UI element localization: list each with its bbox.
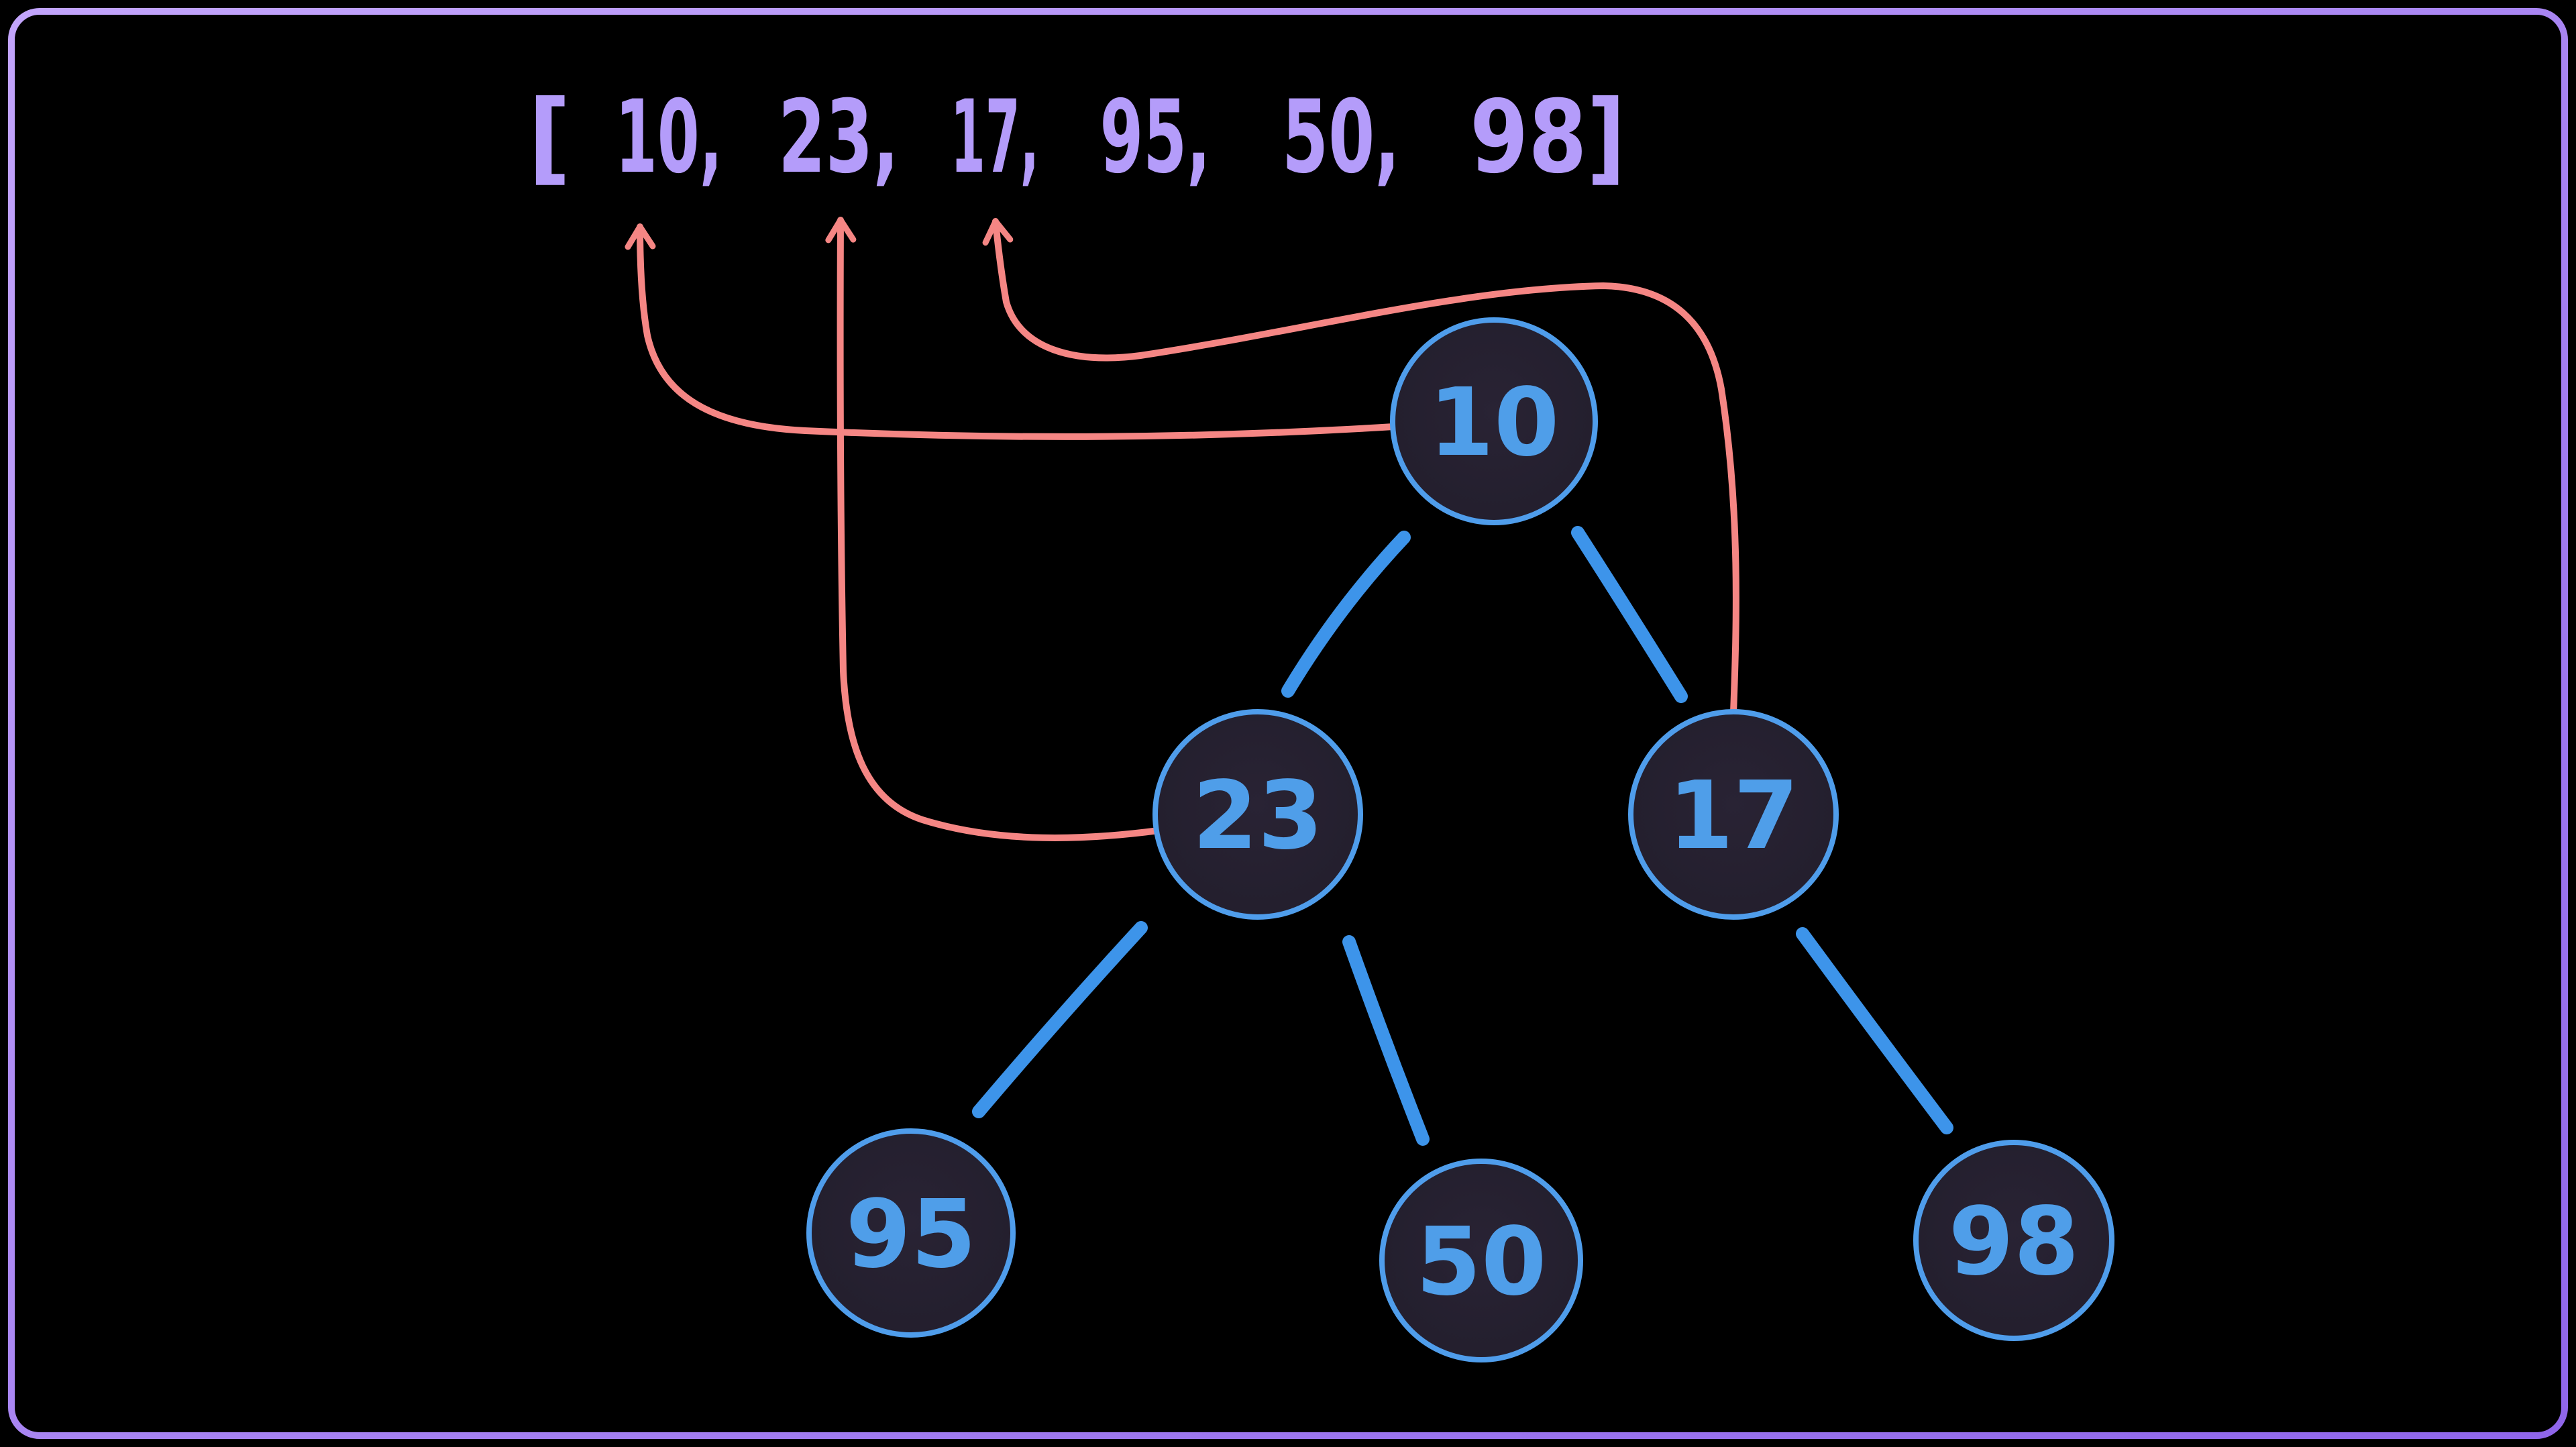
array-index-pointers xyxy=(625,217,1739,841)
tree-edge-17-98 xyxy=(1796,927,1953,1134)
pointer-node-17-to-array-17 xyxy=(982,218,1739,716)
tree-node-98: 98 xyxy=(1913,1140,2114,1341)
node-label-98: 98 xyxy=(1949,1187,2080,1297)
array-token-0: [ xyxy=(528,79,571,196)
node-label-23: 23 xyxy=(1193,761,1324,871)
node-label-10: 10 xyxy=(1429,368,1560,478)
tree-node-95: 95 xyxy=(806,1128,1016,1338)
node-circle-17 xyxy=(1628,709,1839,920)
tree-edges xyxy=(972,526,1953,1146)
node-circle-23 xyxy=(1152,709,1363,920)
node-circle-50 xyxy=(1379,1159,1583,1362)
tree-node-23: 23 xyxy=(1152,709,1363,920)
tree-edge-23-95 xyxy=(972,921,1148,1118)
array-token-2: 23, xyxy=(778,79,899,196)
node-circle-95 xyxy=(806,1128,1016,1338)
canvas-border xyxy=(8,8,2568,1439)
pointer-node-23-to-array-23 xyxy=(825,217,1162,841)
array-token-5: 50, xyxy=(1282,79,1400,196)
array-token-4: 95, xyxy=(1100,79,1211,196)
array-token-1: 10, xyxy=(615,79,722,196)
array-literal: [10, 23, 17, 95, 50, 98] xyxy=(528,79,1625,196)
node-label-50: 50 xyxy=(1416,1208,1547,1317)
tree-node-17: 17 xyxy=(1628,709,1839,920)
node-circle-98 xyxy=(1913,1140,2114,1341)
node-label-95: 95 xyxy=(846,1180,977,1289)
pointer-node-10-to-array-10 xyxy=(625,223,1397,440)
tree-edge-10-17 xyxy=(1571,526,1688,703)
tree-edge-23-50 xyxy=(1342,935,1430,1146)
node-label-17: 17 xyxy=(1668,761,1799,871)
array-token-6: 98] xyxy=(1470,79,1625,196)
tree-nodes: 10 23 17 95 50 98 xyxy=(806,317,2114,1362)
tree-node-50: 50 xyxy=(1379,1159,1583,1362)
array-token-3: 17, xyxy=(951,79,1039,196)
tree-node-10: 10 xyxy=(1390,317,1598,525)
tree-edge-10-23 xyxy=(1281,531,1411,698)
node-circle-10 xyxy=(1390,317,1598,525)
